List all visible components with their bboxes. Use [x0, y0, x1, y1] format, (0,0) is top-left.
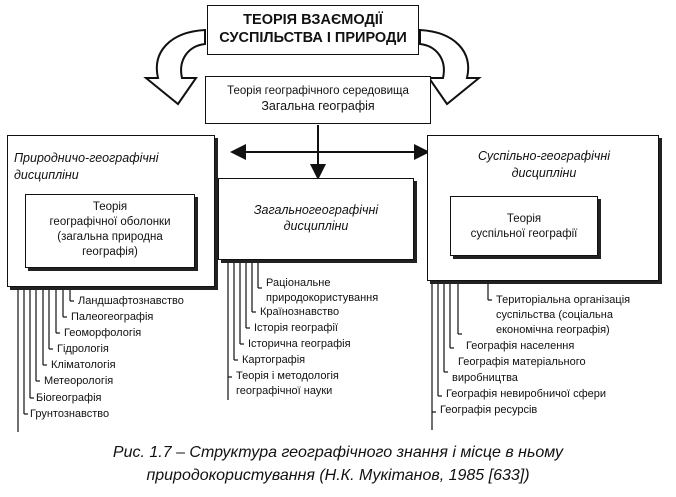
list-item-material-production-2: виробництва — [452, 372, 518, 384]
general-geo-title-line2: дисципліни — [283, 219, 349, 233]
general-geography-box: Теорія географічного середовища Загальна… — [205, 76, 431, 124]
geo-environment-theory: Теорія географічного середовища — [227, 85, 409, 97]
list-item-methodology-2: географічної науки — [236, 385, 333, 397]
figure-caption-line2: природокористування (Н.К. Мукітанов, 198… — [146, 467, 530, 484]
list-item-paleogeography: Палеогеографія — [71, 311, 154, 323]
interaction-theory-line1: ТЕОРІЯ ВЗАЄМОДІЇ — [243, 12, 383, 28]
left-tree-lines — [17, 288, 74, 432]
geo-envelope-line1: Теорія — [92, 201, 128, 213]
natural-geo-title-line1: Природничо-географічні — [14, 151, 159, 165]
left-curved-arrow — [143, 28, 206, 106]
list-item-territorial-2: суспільства (соціальна — [496, 309, 613, 321]
list-item-nonproduction: Географія невиробничої сфери — [446, 388, 607, 400]
figure-caption-line1: Рис. 1.7 – Структура географічного знанн… — [112, 444, 564, 461]
natural-geo-title-line2: дисципліни — [14, 168, 79, 182]
social-geography-theory-box: Теорія суспільної географії — [450, 196, 598, 256]
geo-envelope-line4: географія) — [82, 246, 138, 258]
list-item-geomorphology: Геоморфологія — [64, 327, 142, 339]
social-geo-title-line1: Суспільно-географічні — [477, 149, 610, 163]
social-geo-disciplines-box: Суспільно-географічні дисципліни Теорія … — [427, 135, 659, 281]
geo-envelope-theory-box: Теорія географічної оболонки (загальна п… — [25, 194, 195, 268]
center-tree-lines — [227, 262, 262, 400]
list-item-landscape: Ландшафтознавство — [78, 295, 184, 307]
list-item-material-production-1: Географія матеріального — [458, 356, 586, 368]
list-item-territorial-3: економічна географія) — [496, 324, 610, 336]
list-item-soil-science: Грунтознавство — [30, 408, 110, 420]
list-item-rational-use-2: природокористування — [266, 292, 379, 304]
list-item-historical-geography: Історична географія — [248, 338, 351, 350]
geo-envelope-line2: географічної оболонки — [49, 216, 171, 228]
right-curved-arrow — [419, 28, 482, 106]
general-geo-title-line1: Загальногеографічні — [253, 203, 379, 217]
interaction-theory-box: ТЕОРІЯ ВЗАЄМОДІЇ СУСПІЛЬСТВА І ПРИРОДИ — [207, 5, 419, 55]
geo-envelope-line3: (загальна природна — [57, 231, 163, 243]
list-item-territorial-1: Територіальна організація — [496, 294, 631, 306]
natural-geo-disciplines-box: Природничо-географічні дисципліни Теорія… — [7, 135, 215, 287]
list-item-history-geography: Історія географії — [254, 322, 338, 334]
list-item-cartography: Картографія — [242, 354, 306, 366]
list-item-rational-use-1: Раціональне — [266, 277, 331, 289]
right-tree-lines — [431, 282, 492, 430]
general-geography-label: Загальна географія — [261, 99, 375, 113]
list-item-methodology-1: Теорія і методологія — [236, 370, 339, 382]
list-item-country-studies: Країнознавство — [260, 306, 340, 318]
social-geo-title-line2: дисципліни — [511, 166, 577, 180]
list-item-meteorology: Метеорологія — [44, 375, 114, 387]
social-theory-line1: Теорія — [506, 213, 542, 225]
social-theory-line2: суспільної географії — [470, 228, 578, 240]
list-item-population-geography: Географія населення — [466, 340, 575, 352]
list-item-climatology: Кліматологія — [51, 359, 116, 371]
list-item-resources: Географія ресурсів — [440, 404, 538, 416]
general-geo-disciplines-box: Загальногеографічні дисципліни — [218, 178, 414, 260]
interaction-theory-line2: СУСПІЛЬСТВА І ПРИРОДИ — [219, 30, 407, 46]
list-item-hydrology: Гідрологія — [57, 343, 109, 355]
list-item-biogeography: Біогеографія — [36, 392, 102, 404]
